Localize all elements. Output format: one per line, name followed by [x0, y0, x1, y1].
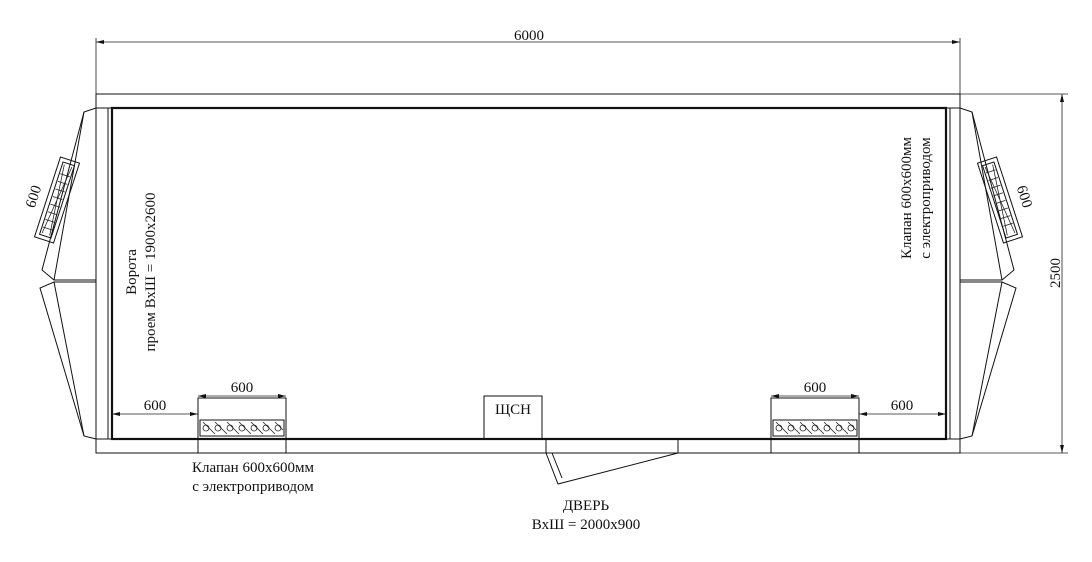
electrical-panel: ЩСН [483, 395, 543, 440]
bottom-right-valve-offset: 600 [891, 398, 914, 414]
overall-height-dimension: 2500 [960, 93, 1068, 454]
electrical-panel-label: ЩСН [495, 402, 531, 418]
overall-width-dimension: 6000 [95, 28, 961, 105]
bottom-valve-label-line1: Клапан 600х600мм [192, 460, 314, 476]
left-gate-leaf-dimension: 600 [23, 184, 45, 210]
door-title: ДВЕРЬ [563, 498, 610, 514]
right-gate-valve [976, 156, 1024, 244]
bottom-left-valve-width: 600 [231, 380, 254, 396]
right-valve-label-line1: Клапан 600х600мм [899, 137, 915, 259]
left-gate-valve [33, 156, 81, 244]
right-gate-leaf-dimension: 600 [1013, 184, 1035, 210]
overall-height-label: 2500 [1048, 258, 1064, 288]
gate-title: Ворота [124, 249, 140, 295]
bottom-left-valve-offset: 600 [144, 398, 167, 414]
bottom-valve-label-line2: с электроприводом [192, 479, 314, 495]
right-gate: 600 [959, 107, 1035, 440]
bottom-right-valve: 600 600 [770, 380, 946, 453]
bottom-left-valve: 600 600 [112, 380, 287, 453]
gate-opening: проем ВхШ = 1900х2600 [143, 192, 159, 351]
door-size: ВхШ = 2000х900 [532, 517, 640, 533]
right-valve-label-line2: с электроприводом [918, 137, 934, 259]
door [545, 439, 679, 485]
overall-width-label: 6000 [514, 28, 544, 44]
building-outline [95, 93, 961, 454]
bottom-right-valve-width: 600 [804, 380, 827, 396]
left-gate: 600 [23, 107, 97, 440]
